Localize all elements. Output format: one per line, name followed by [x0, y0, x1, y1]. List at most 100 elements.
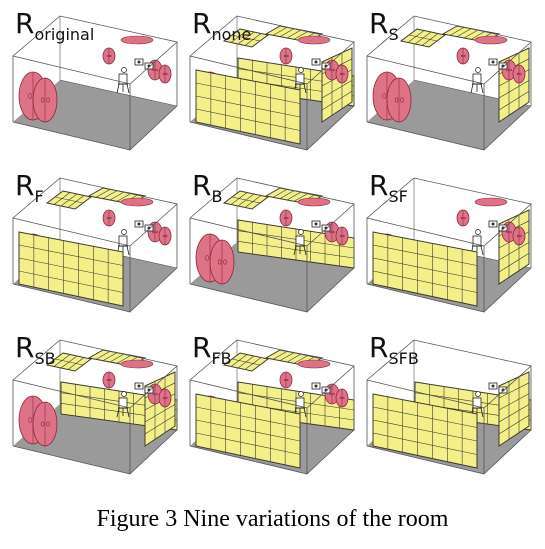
camera-icon	[488, 220, 498, 228]
room-label-main: R	[15, 169, 35, 202]
front-wall-panel	[18, 231, 124, 307]
room-panel: RF	[5, 166, 186, 326]
room-label-main: R	[15, 331, 35, 364]
speaker	[209, 239, 235, 285]
listener-chair	[470, 391, 484, 418]
room-label: Roriginal	[15, 10, 94, 43]
front-wall-panel	[372, 393, 478, 469]
ceiling-speaker	[120, 35, 154, 45]
ceiling-panel	[222, 190, 270, 210]
speaker	[158, 64, 172, 84]
room-label-main: R	[369, 7, 389, 40]
room-side-frame	[483, 42, 532, 151]
camera-icon	[311, 58, 321, 66]
room-label-sub: none	[211, 25, 252, 44]
room-label: Rnone	[192, 10, 251, 43]
speaker	[512, 64, 526, 84]
listener-chair	[116, 391, 130, 418]
room-panel: RB	[182, 166, 363, 326]
ceiling-panel	[222, 28, 270, 48]
camera-icon	[488, 382, 498, 390]
room-label-main: R	[15, 7, 35, 40]
camera-icon	[311, 382, 321, 390]
listener-chair	[116, 229, 130, 256]
room-side-frame	[129, 204, 178, 313]
room-label-sub: S	[388, 25, 399, 44]
room-side-frame	[483, 204, 532, 313]
room-label: RFB	[192, 334, 232, 367]
speaker	[32, 401, 58, 447]
room-label: RSF	[369, 172, 408, 205]
speaker	[335, 64, 349, 84]
camera-icon	[498, 224, 508, 232]
room-illustration	[366, 339, 532, 475]
room-panel: Roriginal	[5, 4, 186, 164]
room-illustration	[189, 177, 355, 313]
speaker	[279, 47, 293, 65]
room-side-frame	[306, 204, 355, 313]
listener-chair	[293, 391, 307, 418]
listener-chair	[470, 67, 484, 94]
room-label-main: R	[192, 7, 212, 40]
room-illustration	[189, 15, 355, 151]
room-side-frame	[129, 366, 178, 475]
ceiling-panel	[222, 352, 270, 372]
camera-icon	[321, 224, 331, 232]
room-panel: RSF	[359, 166, 540, 326]
room-top-frame	[366, 339, 532, 409]
listener-chair	[116, 67, 130, 94]
speaker	[386, 77, 412, 123]
camera-icon	[134, 58, 144, 66]
speaker	[335, 226, 349, 246]
room-top-frame	[189, 15, 355, 85]
room-label-sub: SFB	[388, 349, 419, 368]
speaker	[102, 209, 116, 227]
room-label-sub: SB	[34, 349, 56, 368]
speaker	[456, 47, 470, 65]
ceiling-speaker	[474, 35, 508, 45]
room-illustration	[189, 339, 355, 475]
room-label: RF	[15, 172, 44, 205]
listener-chair	[293, 229, 307, 256]
camera-icon	[321, 62, 331, 70]
room-panel: RSFB	[359, 328, 540, 488]
room-side-frame	[306, 366, 355, 475]
front-wall-panel	[195, 69, 301, 145]
room-top-frame	[366, 15, 532, 85]
room-label: RSFB	[369, 334, 419, 367]
room-label-sub: original	[34, 25, 95, 44]
speaker	[158, 388, 172, 408]
room-top-frame	[366, 177, 532, 247]
room-illustration	[366, 177, 532, 313]
room-panel: RFB	[182, 328, 363, 488]
camera-icon	[134, 220, 144, 228]
figure-caption: Figure 3 Nine variations of the room	[96, 506, 449, 532]
speaker	[512, 226, 526, 246]
speaker	[102, 371, 116, 389]
front-wall-panel	[372, 231, 478, 307]
ceiling-speaker	[120, 197, 154, 207]
speaker	[335, 388, 349, 408]
room-illustration	[12, 177, 178, 313]
room-illustration	[12, 15, 178, 151]
speaker	[32, 77, 58, 123]
room-top-frame	[12, 177, 178, 247]
room-illustration	[12, 339, 178, 475]
camera-icon	[498, 386, 508, 394]
front-wall-panel	[195, 393, 301, 469]
room-label-sub: B	[211, 187, 223, 206]
ceiling-speaker	[474, 197, 508, 207]
room-label-main: R	[192, 169, 212, 202]
camera-icon	[321, 386, 331, 394]
room-label-main: R	[192, 331, 212, 364]
room-panel: RS	[359, 4, 540, 164]
room-label-main: R	[369, 169, 389, 202]
room-top-frame	[189, 177, 355, 247]
listener-chair	[293, 67, 307, 94]
speaker	[102, 47, 116, 65]
room-side-frame	[306, 42, 355, 151]
room-label: RS	[369, 10, 399, 43]
camera-icon	[311, 220, 321, 228]
room-label-sub: F	[34, 187, 44, 206]
ceiling-panel	[45, 190, 93, 210]
